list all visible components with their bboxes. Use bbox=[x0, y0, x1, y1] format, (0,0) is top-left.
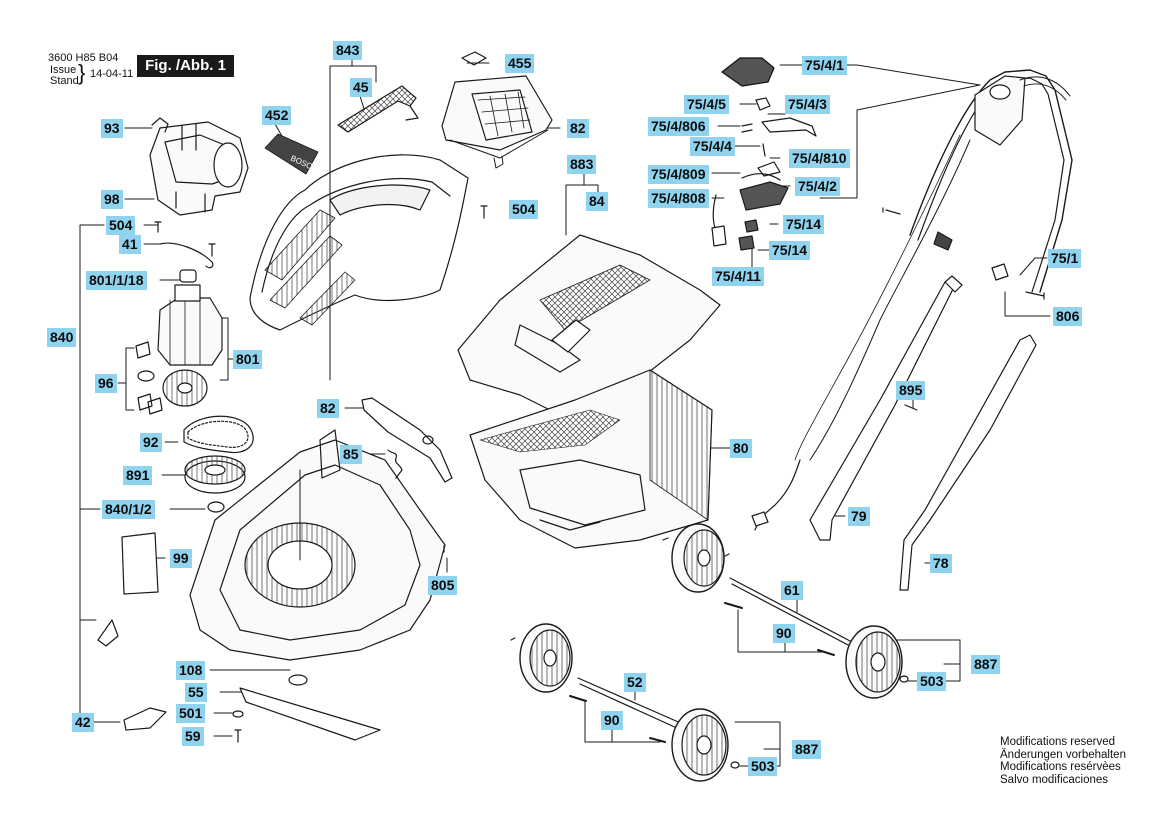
part-label-75-4-4: 75/4/4 bbox=[690, 137, 735, 156]
part-label-503-lower: 503 bbox=[748, 757, 778, 776]
document-number: 3600 H85 B04 bbox=[48, 52, 119, 64]
part-label-90-upper: 90 bbox=[773, 624, 795, 643]
part-label-61: 61 bbox=[781, 581, 803, 600]
part-label-78: 78 bbox=[930, 554, 952, 573]
part-label-42: 42 bbox=[72, 713, 94, 732]
part-label-455: 455 bbox=[505, 54, 535, 73]
issue-date: 14-04-11 bbox=[90, 68, 134, 80]
note-line: Modifications resérvèes bbox=[1000, 761, 1121, 773]
switch-box-group bbox=[711, 57, 817, 251]
part-label-806: 806 bbox=[1053, 307, 1083, 326]
part-label-79: 79 bbox=[848, 507, 870, 526]
wheels-group bbox=[510, 523, 909, 782]
part-label-504-mid: 504 bbox=[509, 200, 539, 219]
handle-group bbox=[751, 69, 1073, 591]
top-cover-group: BOSCH bbox=[249, 51, 553, 331]
motor-housing-group bbox=[135, 117, 254, 513]
grass-box-group bbox=[457, 234, 721, 549]
part-label-55: 55 bbox=[185, 683, 207, 702]
part-label-75-4-3: 75/4/3 bbox=[785, 95, 830, 114]
part-label-75-4-806: 75/4/806 bbox=[648, 117, 709, 136]
part-label-503-upper: 503 bbox=[917, 672, 947, 691]
part-label-52: 52 bbox=[624, 673, 646, 692]
issue-label: Issue bbox=[50, 64, 77, 76]
part-label-85: 85 bbox=[340, 445, 362, 464]
part-label-59: 59 bbox=[182, 727, 204, 746]
note-line: Salvo modificaciones bbox=[1000, 773, 1109, 786]
part-label-75-4-5: 75/4/5 bbox=[684, 95, 729, 114]
stand-label: Stand bbox=[50, 75, 79, 87]
part-label-92: 92 bbox=[140, 433, 162, 452]
part-label-84: 84 bbox=[586, 192, 608, 211]
part-label-108: 108 bbox=[176, 661, 206, 680]
part-label-895: 895 bbox=[896, 381, 926, 400]
part-label-75-14-a: 75/14 bbox=[783, 215, 825, 234]
part-label-75-4-810: 75/4/810 bbox=[789, 149, 850, 168]
note-line: Modifications reserved bbox=[1000, 736, 1116, 748]
part-label-41: 41 bbox=[119, 235, 141, 254]
modifications-note: Modifications reserved Änderungen vorbeh… bbox=[1000, 736, 1126, 786]
part-label-843: 843 bbox=[333, 41, 363, 60]
deck-group bbox=[97, 397, 453, 743]
part-label-452: 452 bbox=[262, 106, 292, 125]
part-label-75-4-809: 75/4/809 bbox=[648, 165, 709, 184]
brace-glyph: } bbox=[78, 60, 86, 85]
part-label-75-14-b: 75/14 bbox=[769, 241, 811, 260]
part-label-801-1-18: 801/1/18 bbox=[86, 271, 147, 290]
part-label-75-4-1: 75/4/1 bbox=[802, 56, 847, 75]
note-line: Änderungen vorbehalten bbox=[1000, 748, 1126, 761]
part-label-82-mid: 82 bbox=[317, 399, 339, 418]
part-label-45: 45 bbox=[350, 78, 372, 97]
part-label-883: 883 bbox=[567, 155, 597, 174]
part-label-75-1: 75/1 bbox=[1048, 249, 1082, 268]
part-label-75-4-808: 75/4/808 bbox=[648, 189, 709, 208]
part-label-887-upper: 887 bbox=[971, 655, 1001, 674]
part-label-96: 96 bbox=[95, 374, 117, 393]
part-label-90-lower: 90 bbox=[601, 711, 623, 730]
part-label-504-left: 504 bbox=[106, 216, 136, 235]
part-label-99: 99 bbox=[170, 549, 192, 568]
part-label-801: 801 bbox=[233, 350, 263, 369]
part-label-501: 501 bbox=[176, 704, 206, 723]
part-label-805: 805 bbox=[428, 576, 458, 595]
part-label-75-4-11: 75/4/11 bbox=[712, 267, 764, 286]
part-label-82-top: 82 bbox=[567, 119, 589, 138]
part-label-75-4-2: 75/4/2 bbox=[795, 177, 840, 196]
part-label-891: 891 bbox=[123, 466, 153, 485]
part-label-887-lower: 887 bbox=[792, 740, 822, 759]
part-label-93: 93 bbox=[101, 119, 123, 138]
figure-title: Fig. /Abb. 1 bbox=[137, 55, 234, 77]
part-label-98: 98 bbox=[101, 190, 123, 209]
part-label-80: 80 bbox=[730, 439, 752, 458]
part-label-840: 840 bbox=[47, 328, 77, 347]
part-label-840-1-2: 840/1/2 bbox=[102, 500, 155, 519]
